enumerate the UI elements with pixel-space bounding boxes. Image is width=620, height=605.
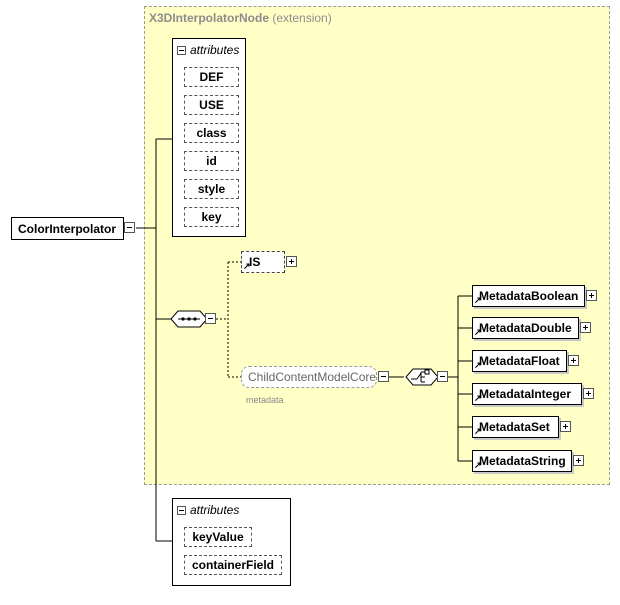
- reference-arrow-icon: ↗: [474, 393, 482, 403]
- group-ref-label: ChildContentModelCore: [248, 370, 377, 384]
- reference-arrow-icon: ↗: [474, 295, 482, 305]
- attribute-style[interactable]: style: [184, 179, 239, 199]
- attribute-label: style: [197, 182, 226, 196]
- element-is-label: IS: [249, 255, 261, 269]
- element-metadata-float[interactable]: ↗ MetadataFloat: [472, 350, 567, 372]
- expand-icon[interactable]: [568, 355, 579, 366]
- element-label: MetadataInteger: [479, 387, 572, 401]
- element-metadata-boolean[interactable]: ↗ MetadataBoolean: [472, 285, 585, 307]
- extension-type-name: X3DInterpolatorNode: [149, 11, 270, 25]
- attribute-class[interactable]: class: [184, 123, 239, 143]
- group-ref-note: metadata: [246, 395, 284, 405]
- attribute-label: key: [201, 210, 222, 224]
- extension-suffix: (extension): [272, 11, 332, 25]
- group-collapse-icon[interactable]: [378, 371, 389, 382]
- attribute-key[interactable]: key: [184, 207, 239, 227]
- group-child-content-model-core[interactable]: ChildContentModelCore: [241, 366, 377, 388]
- attribute-def[interactable]: DEF: [184, 67, 239, 87]
- expand-icon[interactable]: [586, 290, 597, 301]
- attribute-label: DEF: [199, 70, 224, 84]
- expand-icon[interactable]: [560, 421, 571, 432]
- reference-arrow-icon: ↗: [243, 261, 251, 271]
- attribute-container-field[interactable]: containerField: [184, 555, 282, 575]
- expand-icon[interactable]: [286, 256, 297, 267]
- inherited-attributes-heading: attributes: [190, 43, 240, 57]
- element-label: MetadataString: [479, 454, 566, 468]
- attribute-label: class: [196, 126, 227, 140]
- reference-arrow-icon: ↗: [474, 426, 482, 436]
- own-attributes-header[interactable]: attributes: [177, 503, 239, 517]
- attribute-label: keyValue: [192, 530, 244, 544]
- attribute-use[interactable]: USE: [184, 95, 239, 115]
- element-metadata-integer[interactable]: ↗ MetadataInteger: [472, 383, 582, 405]
- sequence-collapse-icon[interactable]: [205, 313, 216, 324]
- attribute-label: USE: [199, 98, 224, 112]
- root-collapse-icon[interactable]: [124, 222, 135, 233]
- element-is[interactable]: ↗ IS: [241, 251, 285, 273]
- collapse-icon[interactable]: [177, 505, 186, 515]
- element-label: MetadataDouble: [479, 321, 572, 335]
- attribute-label: id: [206, 154, 217, 168]
- element-label: MetadataFloat: [479, 354, 560, 368]
- element-metadata-string[interactable]: ↗ MetadataString: [472, 450, 572, 472]
- element-label: MetadataSet: [479, 420, 550, 434]
- expand-icon[interactable]: [573, 455, 584, 466]
- sequence-compositor: [170, 310, 208, 328]
- extension-title: X3DInterpolatorNode (extension): [149, 11, 332, 25]
- root-element-label: ColorInterpolator: [18, 221, 116, 236]
- attribute-key-value[interactable]: keyValue: [184, 527, 252, 547]
- reference-arrow-icon: ↗: [474, 360, 482, 370]
- element-metadata-set[interactable]: ↗ MetadataSet: [472, 416, 559, 438]
- root-element[interactable]: ColorInterpolator: [11, 217, 124, 240]
- collapse-icon[interactable]: [177, 45, 186, 55]
- attribute-id[interactable]: id: [184, 151, 239, 171]
- choice-compositor: [405, 368, 439, 386]
- reference-arrow-icon: ↗: [474, 460, 482, 470]
- own-attributes-heading: attributes: [190, 503, 240, 517]
- attribute-label: containerField: [191, 558, 274, 572]
- expand-icon[interactable]: [583, 388, 594, 399]
- inherited-attributes-header[interactable]: attributes: [177, 43, 239, 57]
- choice-collapse-icon[interactable]: [437, 371, 448, 382]
- expand-icon[interactable]: [580, 322, 591, 333]
- reference-arrow-icon: ↗: [474, 327, 482, 337]
- element-metadata-double[interactable]: ↗ MetadataDouble: [472, 317, 579, 339]
- element-label: MetadataBoolean: [479, 289, 579, 303]
